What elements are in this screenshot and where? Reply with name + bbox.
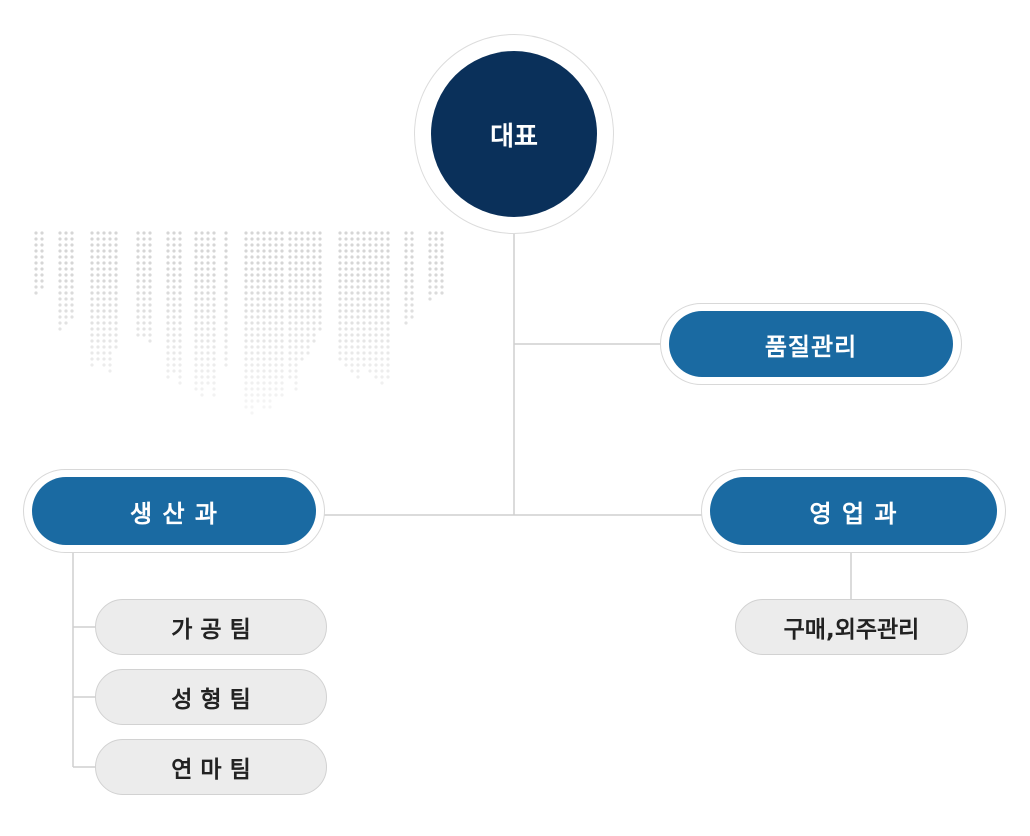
- quality-dept-label: 품질관리: [764, 332, 858, 361]
- sales-dept-pill: 영 업 과: [710, 477, 997, 545]
- sales-dept-node: 영 업 과: [701, 469, 1006, 553]
- team-node-polishing: 연 마 팀: [95, 739, 327, 795]
- ceo-node: 대표: [431, 51, 597, 217]
- team-node-machining: 가 공 팀: [95, 599, 327, 655]
- production-dept-node: 생 산 과: [23, 469, 325, 553]
- sales-dept-label: 영 업 과: [809, 499, 898, 528]
- team-label: 연 마 팀: [171, 757, 251, 783]
- dot-pattern-decoration: [34, 231, 444, 415]
- production-dept-label: 생 산 과: [130, 499, 218, 528]
- quality-dept-pill: 품질관리: [669, 311, 953, 377]
- ceo-label: 대표: [490, 121, 538, 152]
- production-dept-pill: 생 산 과: [32, 477, 316, 545]
- team-label: 가 공 팀: [171, 617, 251, 643]
- team-node-molding: 성 형 팀: [95, 669, 327, 725]
- team-label: 성 형 팀: [171, 687, 251, 713]
- team-node-purchasing-outsourcing: 구매,외주관리: [735, 599, 968, 655]
- team-label: 구매,외주관리: [783, 617, 920, 643]
- quality-dept-node: 품질관리: [660, 303, 962, 385]
